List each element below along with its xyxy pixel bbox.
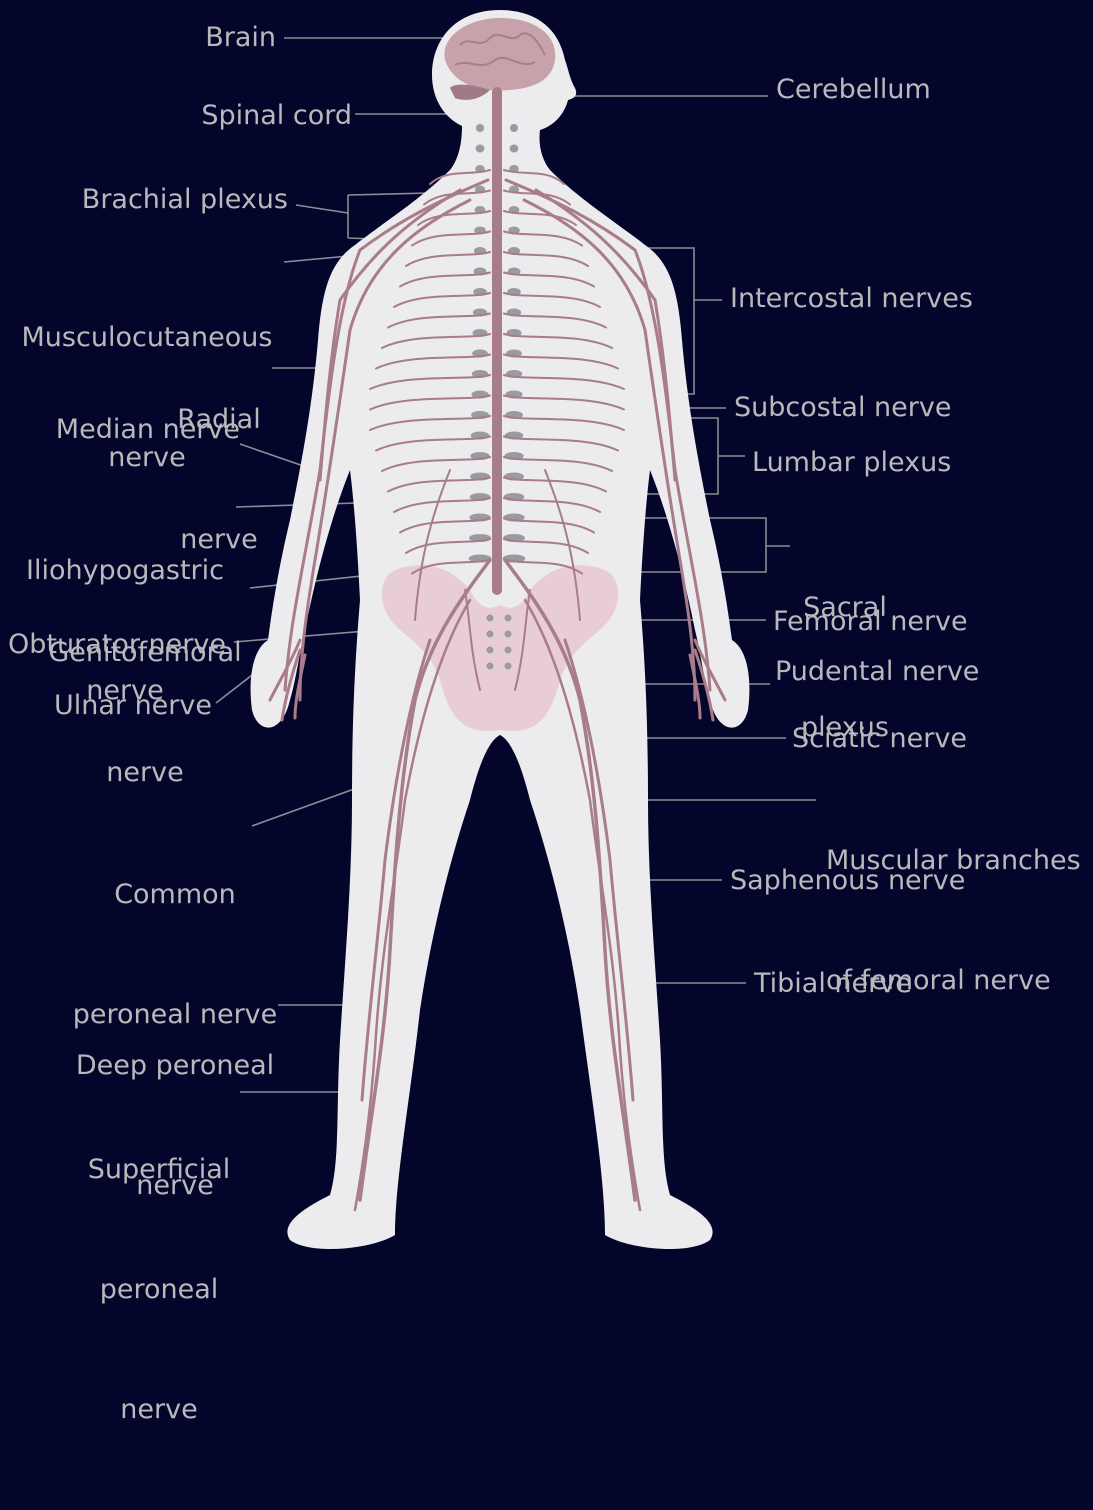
label-superficial-peroneal-line-3: nerve [70, 1390, 248, 1430]
label-obturator: Obturator nerve [8, 625, 226, 665]
label-ulnar: Ulnar nerve [30, 686, 212, 726]
sacral-foramen-left-1 [487, 615, 494, 622]
label-median: Median nerve [20, 410, 240, 450]
label-saphenous: Saphenous nerve [730, 861, 965, 901]
label-pudental: Pudental nerve [775, 652, 979, 692]
sacral-foramen-right-2 [505, 631, 512, 638]
sacral-foramen-right-4 [505, 663, 512, 670]
label-cerebellum: Cerebellum [776, 70, 931, 110]
label-femoral: Femoral nerve [773, 602, 968, 642]
label-muscular-branches: Muscular branches of femoral nerve [826, 761, 1081, 1081]
vertebra-left-2 [476, 145, 485, 153]
vertebra-right-2 [510, 145, 519, 153]
label-tibial: Tibial nerve [754, 964, 912, 1004]
nervous-system-diagram: Brain Cerebellum Spinal cord Brachial pl… [0, 0, 1093, 1268]
vertebra-left-1 [476, 124, 484, 132]
label-common-peroneal-line-1: Common [60, 875, 290, 915]
label-subcostal: Subcostal nerve [734, 388, 951, 428]
sacral-foramen-left-3 [487, 647, 494, 654]
label-superficial-peroneal: Superficial peroneal nerve [70, 1070, 248, 1510]
label-sciatic: Sciatic nerve [792, 719, 967, 759]
label-lumbar-plexus: Lumbar plexus [752, 443, 951, 483]
brain [444, 18, 555, 90]
sacral-foramen-right-1 [505, 615, 512, 622]
sacral-foramen-left-2 [487, 631, 494, 638]
vertebra-right-1 [510, 124, 518, 132]
label-intercostal: Intercostal nerves [730, 279, 973, 319]
label-superficial-peroneal-line-2: peroneal [70, 1270, 248, 1310]
label-genitofemoral-line-2: nerve [40, 753, 250, 793]
sacral-foramen-right-3 [505, 647, 512, 654]
label-brachial-plexus: Brachial plexus [60, 180, 288, 220]
sacral-foramen-left-4 [487, 663, 494, 670]
label-superficial-peroneal-line-1: Superficial [70, 1150, 248, 1190]
label-brain: Brain [180, 18, 276, 58]
label-spinal-cord: Spinal cord [180, 96, 352, 136]
